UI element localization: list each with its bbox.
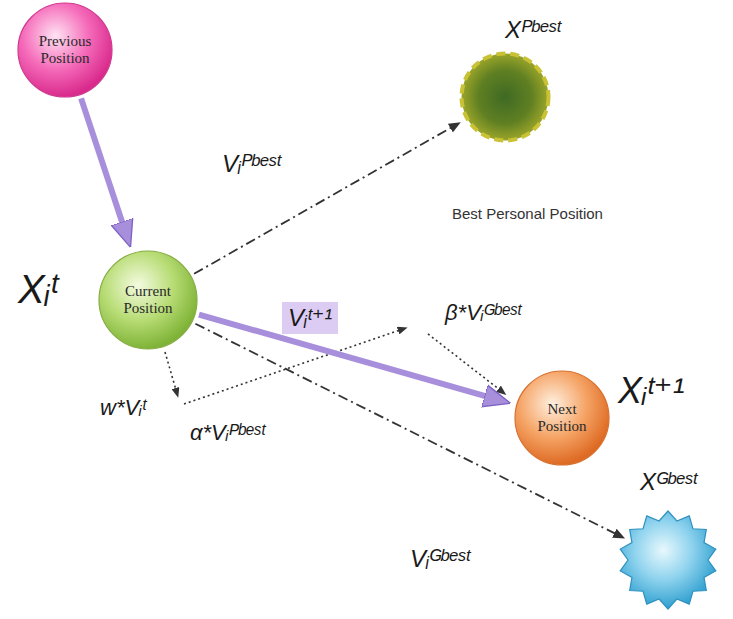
inertia-vector: [165, 352, 176, 390]
position-symbol: Xᴳᵇᵉˢᵗ: [640, 468, 697, 496]
component-vectors: [165, 330, 500, 404]
node-outline: [618, 510, 718, 610]
circle-shape: [99, 251, 197, 349]
position-symbol: Best Personal Position: [452, 205, 568, 222]
previous-position-circle: Previous Position: [17, 2, 113, 98]
velocity-label: Vᵢᵗ⁺¹: [282, 302, 338, 334]
position-symbol: Xᵢᵗ⁺¹: [618, 370, 685, 411]
next-position-circle: Next PositionXᵢᵗ⁺¹: [514, 370, 610, 466]
global-best-star: Xᴳᵇᵉˢᵗ: [618, 510, 718, 610]
current-position-circle: XᵢᵗCurrent Position: [98, 250, 198, 350]
node-outline: [459, 51, 551, 143]
circle-shape: [462, 54, 549, 141]
velocity-arrow: [81, 98, 123, 226]
direction-line: [194, 127, 452, 274]
vector-component-label: β*Vᵢᴳᵇᵉˢᵗ: [445, 300, 521, 325]
velocity-label: Vᵢᴳᵇᵉˢᵗ: [410, 545, 470, 573]
position-symbol: Xᴾᵇᵉˢᵗ: [505, 16, 561, 44]
personal-best-circle: XᴾᵇᵉˢᵗBest Personal Position: [459, 51, 551, 143]
vector-component-label: w*Vᵢᵗ: [100, 395, 146, 420]
circle-shape: [18, 3, 112, 97]
velocity-label: Vᵢᴾᵇᵉˢᵗ: [222, 150, 281, 178]
node-label: Current Position: [112, 283, 184, 318]
star-shape: [620, 511, 716, 609]
position-symbol: Xᵢᵗ: [18, 266, 57, 312]
vector-component-label: α*Vᵢᴾᵇᵉˢᵗ: [190, 420, 265, 445]
node-label: Previous Position: [29, 33, 101, 68]
circle-shape: [515, 371, 609, 465]
node-label: Next Position: [526, 401, 598, 436]
velocity-arrow: [199, 315, 489, 398]
